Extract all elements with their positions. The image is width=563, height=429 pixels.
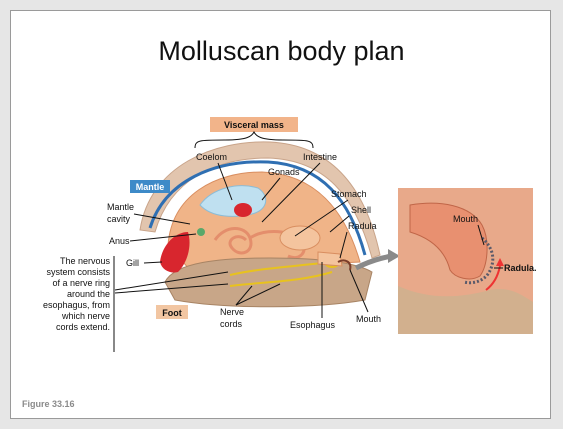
foot-label: Foot bbox=[162, 308, 182, 318]
nervous-note-line-0: The nervous bbox=[60, 256, 111, 266]
esophagus-label: Esophagus bbox=[290, 320, 336, 330]
stomach-label: Stomach bbox=[331, 189, 367, 199]
gill-shape bbox=[160, 232, 190, 273]
nervous-note-line-2: of a nerve ring bbox=[52, 278, 110, 288]
nervous-note-line-5: which nerve bbox=[61, 311, 110, 321]
gonads-label: Gonads bbox=[268, 167, 300, 177]
anus-dot bbox=[197, 228, 205, 236]
heart-shape bbox=[234, 203, 252, 217]
shell-label: Shell bbox=[351, 205, 371, 215]
mantle-cavity-label-line2: cavity bbox=[107, 214, 131, 224]
anus-label: Anus bbox=[109, 236, 130, 246]
nerve-cords-label-line1: Nerve bbox=[220, 307, 244, 317]
inset-arrow bbox=[356, 256, 392, 268]
mantle-cavity-label-line1: Mantle bbox=[107, 202, 134, 212]
gill-label: Gill bbox=[126, 258, 139, 268]
stomach-shape bbox=[280, 226, 320, 250]
coelom-label: Coelom bbox=[196, 152, 227, 162]
nerve-cords-label-line2: cords bbox=[220, 319, 243, 329]
inset-radula-label: Radula. bbox=[504, 263, 537, 273]
figure-label: Figure 33.16 bbox=[22, 399, 75, 409]
inset-mouth-label: Mouth bbox=[453, 214, 478, 224]
nervous-note-line-4: esophagus, from bbox=[43, 300, 110, 310]
intestine-label: Intestine bbox=[303, 152, 337, 162]
nervous-note-line-1: system consists bbox=[46, 267, 110, 277]
radula-label: Radula bbox=[348, 221, 377, 231]
mantle-label: Mantle bbox=[136, 182, 165, 192]
mouth-label: Mouth bbox=[356, 314, 381, 324]
nervous-note-line-6: cords extend. bbox=[56, 322, 110, 332]
nervous-note-line-3: around the bbox=[67, 289, 110, 299]
visceral-mass-label: Visceral mass bbox=[224, 120, 284, 130]
